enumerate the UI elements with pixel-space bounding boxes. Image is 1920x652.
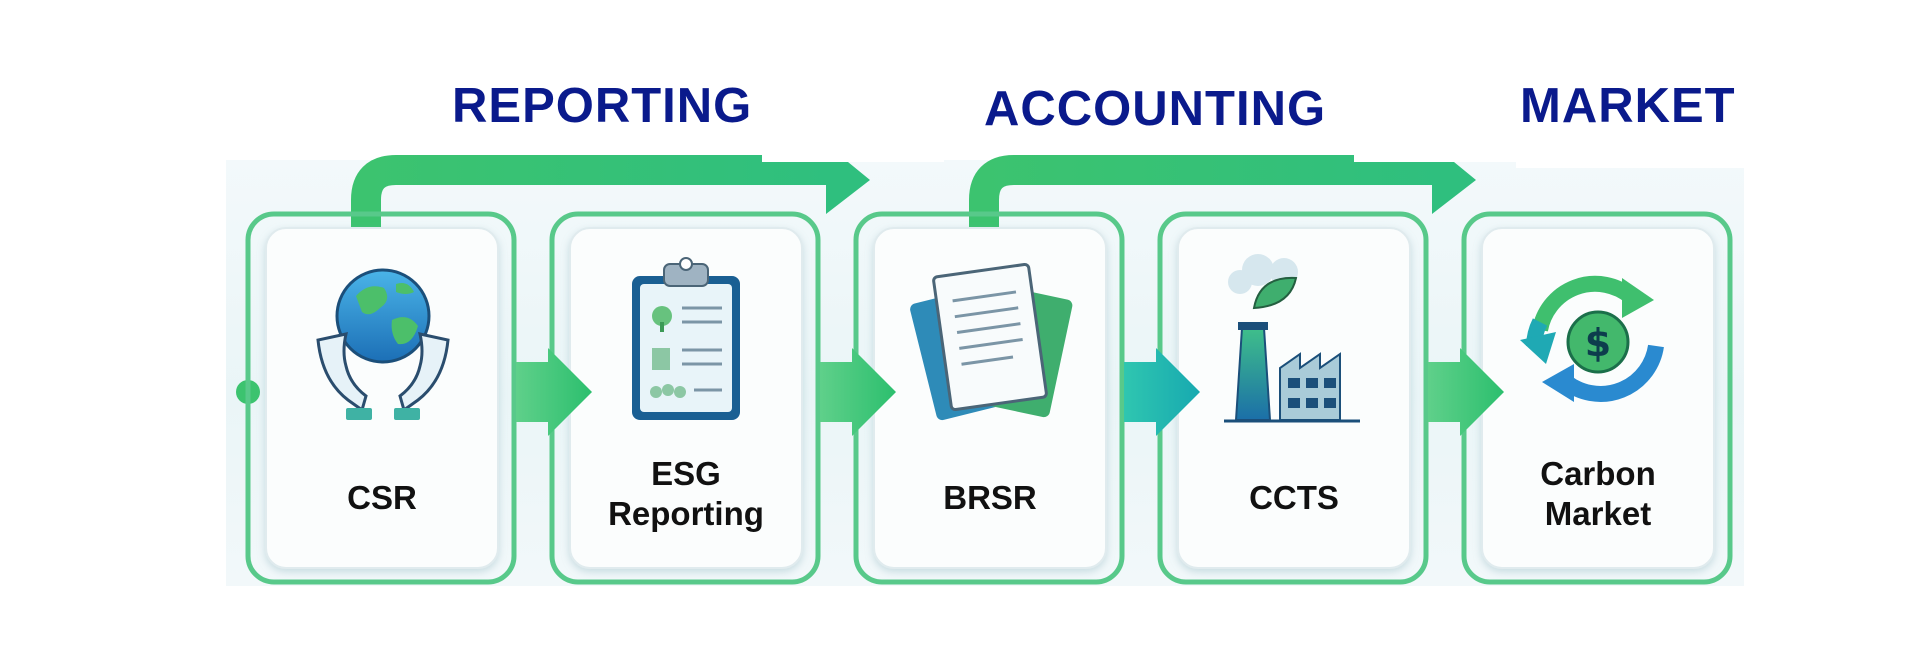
clipboard-report-icon: [632, 257, 740, 420]
card-panel-1: [265, 227, 499, 569]
currency-cycle-icon: $: [1520, 275, 1664, 402]
step-label-line: Reporting: [608, 495, 764, 532]
documents-icon: [910, 262, 1073, 421]
step-label-carbon-market: Carbon Market: [1478, 454, 1718, 534]
step-label-esg-reporting: ESG Reporting: [566, 454, 806, 534]
step-label-brsr: BRSR: [870, 478, 1110, 518]
factory-leaf-icon: [1224, 254, 1360, 423]
heading-reporting: REPORTING: [452, 79, 753, 133]
chevron-arrow-3: [1124, 348, 1200, 436]
globe-in-hands-icon: [316, 268, 450, 420]
heading-accounting: ACCOUNTING: [984, 82, 1327, 136]
chevron-arrow-2: [820, 348, 896, 436]
step-label-line: CSR: [347, 479, 417, 516]
top-mask-1: [762, 118, 944, 162]
step-label-line: Market: [1544, 495, 1652, 532]
top-mask-3: [1516, 118, 1744, 168]
step-label-csr: CSR: [262, 478, 502, 518]
card-frame-1: [245, 211, 517, 585]
step-label-line: Carbon: [1540, 455, 1656, 492]
step-label-ccts: CCTS: [1174, 478, 1414, 518]
step-label-line: ESG: [651, 455, 721, 492]
chevron-arrow-4: [1428, 348, 1504, 436]
heading-market: MARKET: [1520, 79, 1736, 133]
step-label-line: BRSR: [943, 479, 1037, 516]
step-label-line: CCTS: [1249, 479, 1339, 516]
chevron-arrow-1: [516, 348, 592, 436]
svg-text:$: $: [1585, 321, 1611, 365]
top-mask-2: [1354, 118, 1518, 162]
